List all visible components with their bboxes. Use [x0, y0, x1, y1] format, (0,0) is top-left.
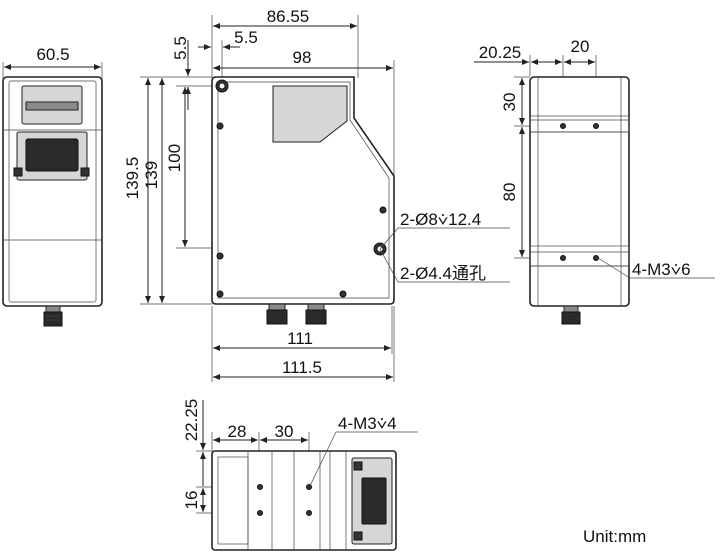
- front-top-dim-2: 5.5: [234, 28, 258, 47]
- front-callout-2: 2-Ø4.4通孔: [400, 264, 486, 283]
- bottom-top-dim-2: 30: [275, 422, 294, 441]
- front-connector-2: [305, 309, 327, 325]
- left-lens-window: [25, 138, 79, 172]
- front-label-window: [272, 85, 348, 143]
- bottom-window: [361, 477, 387, 525]
- front-view: 86.55 5.5 98 5.5 139.5 139 100: [123, 7, 510, 382]
- front-bottom-dim-2: 111.5: [282, 358, 322, 377]
- front-left-dim-2: 139: [142, 161, 161, 189]
- bottom-body: [211, 450, 397, 551]
- front-top-dim-3: 98: [293, 48, 312, 67]
- bottom-top-dim-1: 28: [228, 422, 247, 441]
- front-callout-1: 2-Ø8⩒12.4: [400, 210, 481, 229]
- front-left-dim-3: 100: [165, 144, 184, 172]
- right-top-dim-1: 20.25: [479, 43, 522, 62]
- left-width-dim: 60.5: [36, 45, 69, 64]
- right-connector: [561, 311, 581, 325]
- bottom-callout: 4-M3⩒4: [338, 414, 397, 433]
- right-view: 20.25 20 30 80 4-M3⩒6: [474, 37, 715, 325]
- right-callout: 4-M3⩒6: [632, 260, 691, 279]
- left-connector: [43, 311, 63, 327]
- bottom-view: 28 30 22.25 16 4-M3⩒4: [182, 399, 418, 551]
- front-bottom-dim-1: 111: [287, 329, 313, 348]
- right-body: [529, 76, 630, 307]
- front-connector-1: [266, 309, 288, 325]
- front-left-dim-1: 139.5: [123, 157, 142, 200]
- front-left-dim-small: 5.5: [171, 36, 190, 60]
- left-view: 60.5: [2, 45, 103, 327]
- bottom-side-dim-1: 22.25: [182, 399, 201, 442]
- unit-label: Unit:mm: [583, 527, 646, 546]
- bottom-side-dim-2: 16: [182, 491, 201, 510]
- front-top-dim-1: 86.55: [267, 7, 310, 26]
- front-body: [211, 76, 395, 305]
- right-side-dim-2: 80: [500, 183, 519, 202]
- right-top-dim-2: 20: [571, 37, 590, 56]
- right-side-dim-1: 30: [500, 93, 519, 112]
